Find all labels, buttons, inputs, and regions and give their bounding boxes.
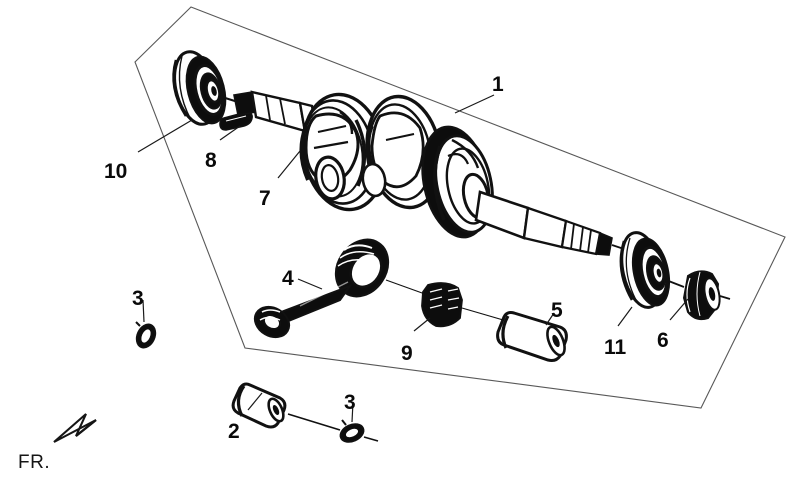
- part-8-woodruff-key: [219, 111, 253, 131]
- leader-2: [247, 392, 263, 411]
- part-6-pinion-gear: [682, 270, 731, 321]
- leader-11: [617, 306, 633, 327]
- callout-9-needle-bearing: 9: [401, 342, 413, 365]
- callout-11-main-bearing-right: 11: [604, 336, 627, 359]
- callout-7-crank-web: 7: [259, 187, 271, 210]
- leader-9: [413, 317, 431, 332]
- part-1-right-flywheel-disc: [421, 125, 494, 239]
- callout-2-piston-pin: 2: [228, 420, 240, 443]
- leader-1: [454, 94, 495, 114]
- callout-1-crankshaft-assembly: 1: [492, 73, 504, 96]
- leader-3a: [142, 299, 145, 323]
- leader-3b: [351, 401, 354, 423]
- diagram-boundary-polygon: [134, 6, 786, 409]
- leader-7: [277, 150, 301, 179]
- front-direction-label: FR.: [18, 452, 51, 473]
- leader-10: [137, 119, 193, 153]
- leader-8: [219, 125, 241, 141]
- callout-3-piston-pin-clip-left: 3: [132, 287, 144, 310]
- part-9-needle-bearing: [421, 282, 463, 328]
- part-10-main-bearing-left: [172, 50, 239, 126]
- callout-6-pinion-gear: 6: [657, 329, 669, 352]
- callout-5-crank-pin: 5: [551, 299, 563, 322]
- leader-5: [545, 312, 555, 326]
- front-direction-arrow-icon: [53, 413, 97, 443]
- callout-4-connecting-rod: 4: [282, 267, 294, 290]
- part-3-piston-pin-clip-lower: [339, 419, 365, 443]
- leader-6: [669, 298, 689, 321]
- leader-4: [297, 278, 323, 290]
- callout-leader-lines: [137, 94, 689, 423]
- callout-8-woodruff-key: 8: [205, 149, 217, 172]
- callout-10-main-bearing-left: 10: [104, 160, 128, 183]
- part-5-crank-pin: [496, 311, 568, 362]
- part-11-main-bearing-right: [619, 231, 685, 309]
- part-3-piston-pin-clip-left: [135, 321, 157, 349]
- part-1-crankshaft-right-shaft: [474, 190, 625, 256]
- callout-3-piston-pin-clip-lower: 3: [344, 391, 356, 414]
- part-2-piston-pin: [231, 382, 379, 442]
